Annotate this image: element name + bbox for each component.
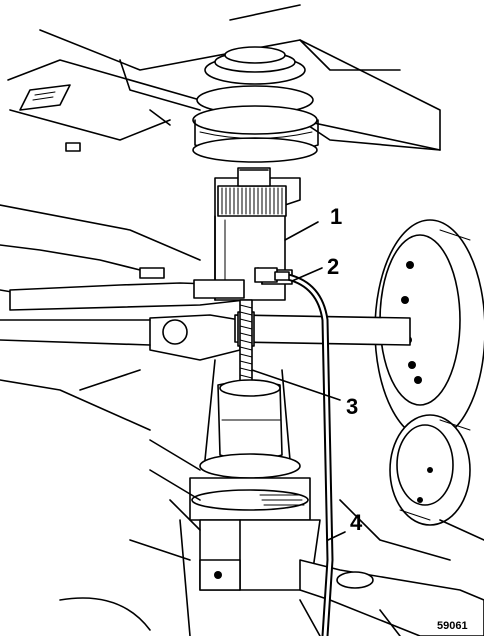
wheel-hub (374, 219, 484, 526)
lower-control-arm (0, 204, 246, 431)
figure-id: 59061 (437, 620, 468, 632)
callout-3: 3 (346, 394, 358, 419)
lower-link-arm (299, 499, 484, 636)
spring-upper-mount (192, 46, 319, 163)
callout-1: 1 (330, 204, 342, 229)
threaded-rod-and-lower-jack (204, 299, 291, 461)
leader-lines (251, 221, 346, 541)
spring-compressor-cylinder (193, 167, 301, 301)
upper-frame (7, 4, 441, 152)
lower-knuckle (59, 439, 321, 636)
callout-4: 4 (350, 510, 363, 535)
callout-2: 2 (327, 254, 339, 279)
